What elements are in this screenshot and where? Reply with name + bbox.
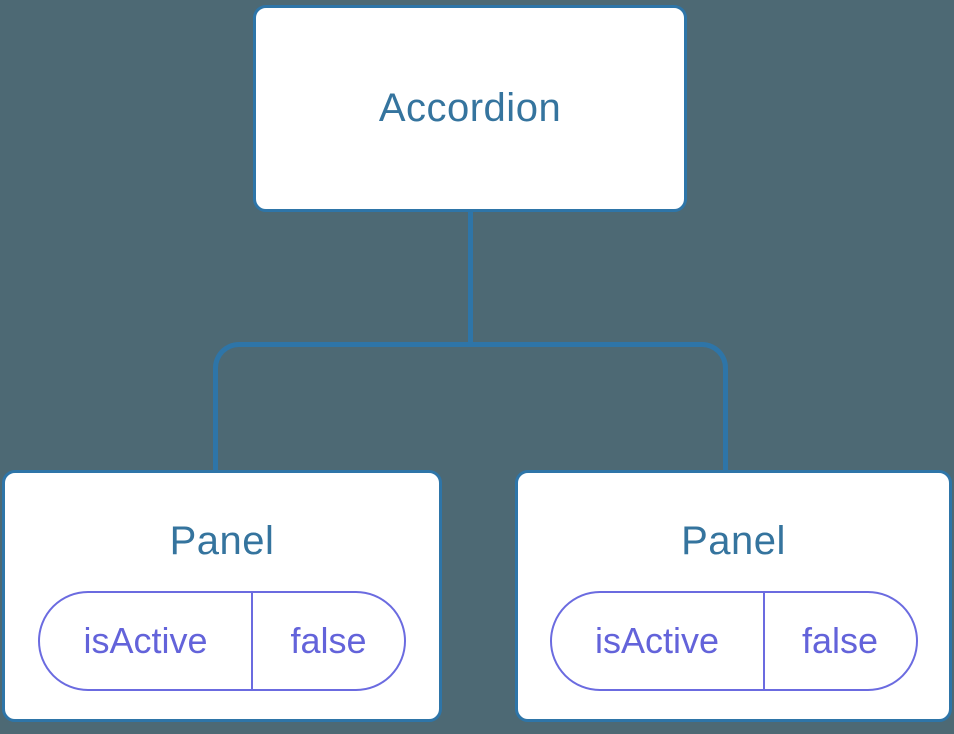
state-value-panel-2: false xyxy=(802,620,879,661)
component-label-panel-1: Panel xyxy=(169,519,275,563)
tree-connector-stem xyxy=(468,212,473,346)
component-box-accordion: Accordion xyxy=(253,5,687,212)
component-box-panel-1: Panel isActive false xyxy=(2,470,442,722)
tree-connector-bracket xyxy=(213,342,728,470)
state-pill-panel-1: isActive false xyxy=(38,591,406,691)
state-pill-panel-2: isActive false xyxy=(549,591,918,691)
state-key-panel-1: isActive xyxy=(40,593,254,689)
component-label-panel-2: Panel xyxy=(681,519,786,563)
component-box-panel-2: Panel isActive false xyxy=(515,470,952,722)
state-value-panel-1: false xyxy=(290,620,367,661)
component-label-accordion: Accordion xyxy=(378,86,562,130)
state-key-panel-2: isActive xyxy=(552,593,765,689)
